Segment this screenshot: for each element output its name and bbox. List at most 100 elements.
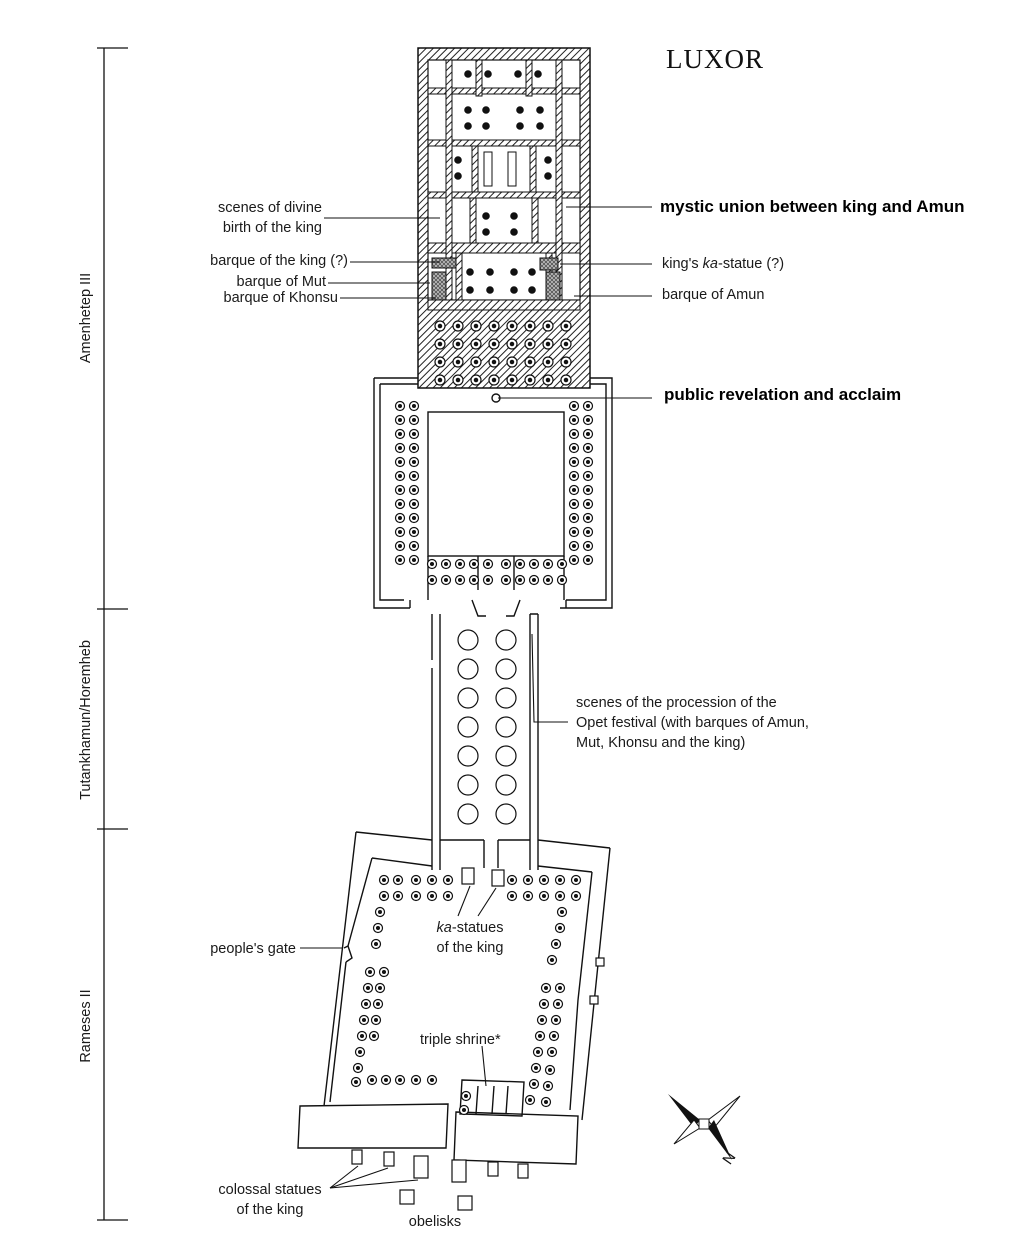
column-core <box>557 985 563 991</box>
period-timeline <box>97 47 128 1221</box>
column <box>482 106 490 114</box>
column-core <box>525 877 531 883</box>
column-core <box>491 341 497 347</box>
column-core <box>471 561 477 567</box>
column-core <box>545 577 551 583</box>
column <box>544 156 552 164</box>
column-core <box>509 323 515 329</box>
column-core <box>397 529 403 535</box>
sanctuary-block <box>417 47 591 389</box>
column <box>516 106 524 114</box>
column <box>495 629 517 651</box>
column <box>516 122 524 130</box>
column <box>457 687 479 709</box>
column <box>536 106 544 114</box>
column <box>495 716 517 738</box>
column-core <box>571 529 577 535</box>
column-core <box>397 1077 403 1083</box>
column <box>482 212 490 220</box>
column <box>454 156 462 164</box>
column-core <box>573 893 579 899</box>
label-line: Opet festival (with barques of Amun, <box>576 715 809 731</box>
column-core <box>547 1067 553 1073</box>
column-core <box>397 557 403 563</box>
label-barque-amun: barque of Amun <box>662 287 765 303</box>
column-core <box>375 925 381 931</box>
column-core <box>363 1001 369 1007</box>
column-core <box>355 1065 361 1071</box>
column-core <box>503 561 509 567</box>
column-core <box>437 359 443 365</box>
label-line: of the king <box>436 940 504 956</box>
column-core <box>509 341 515 347</box>
court-columns <box>394 400 594 586</box>
column-core <box>527 1097 533 1103</box>
column-core <box>437 323 443 329</box>
label-mystic-union: mystic union between king and Amun <box>660 197 965 216</box>
column <box>495 803 517 825</box>
column-core <box>491 377 497 383</box>
column-core <box>429 1077 435 1083</box>
column-core <box>571 515 577 521</box>
label-line: scenes of the procession of the <box>576 695 777 711</box>
column-core <box>411 543 417 549</box>
column-core <box>517 577 523 583</box>
column-core <box>543 985 549 991</box>
label-line: of the king <box>236 1202 304 1218</box>
column-core <box>381 877 387 883</box>
column-core <box>571 417 577 423</box>
column-core <box>365 985 371 991</box>
column-core <box>359 1033 365 1039</box>
column-core <box>563 377 569 383</box>
period-tutankhamun: Tutankhamun/Horemheb <box>78 640 94 800</box>
column-core <box>517 561 523 567</box>
column-core <box>397 445 403 451</box>
column-core <box>457 577 463 583</box>
column-core <box>367 969 373 975</box>
column-core <box>585 487 591 493</box>
column-core <box>413 893 419 899</box>
column-core <box>531 561 537 567</box>
label-obelisks: obelisks <box>408 1214 462 1230</box>
column-core <box>585 445 591 451</box>
column-core <box>397 501 403 507</box>
column-core <box>357 1049 363 1055</box>
column-core <box>397 431 403 437</box>
column <box>510 212 518 220</box>
column-core <box>571 543 577 549</box>
column-core <box>557 893 563 899</box>
label-peoples-gate: people's gate <box>210 941 296 957</box>
column <box>457 774 479 796</box>
column-core <box>473 377 479 383</box>
processional-colonnade <box>431 613 539 870</box>
column-core <box>509 877 515 883</box>
column-core <box>377 985 383 991</box>
column-core <box>541 877 547 883</box>
label-ka-statues: ka-statues of the king <box>410 918 530 958</box>
column-core <box>413 1077 419 1083</box>
column <box>482 228 490 236</box>
column-core <box>527 359 533 365</box>
column-core <box>563 359 569 365</box>
label-procession: scenes of the procession of the Opet fes… <box>576 693 809 753</box>
column-core <box>539 1017 545 1023</box>
column-core <box>557 877 563 883</box>
column-core <box>503 577 509 583</box>
column-core <box>553 941 559 947</box>
column-core <box>445 877 451 883</box>
column-core <box>559 909 565 915</box>
column-core <box>555 1001 561 1007</box>
column-core <box>411 445 417 451</box>
column <box>528 286 536 294</box>
column-core <box>533 1065 539 1071</box>
leader-lines <box>300 206 652 1189</box>
column-core <box>443 577 449 583</box>
column-core <box>509 893 515 899</box>
column-core <box>571 487 577 493</box>
column-core <box>585 473 591 479</box>
label-divine-birth: scenes of divine birth of the king <box>150 198 322 238</box>
column-core <box>397 543 403 549</box>
column-core <box>549 957 555 963</box>
column-core <box>411 501 417 507</box>
